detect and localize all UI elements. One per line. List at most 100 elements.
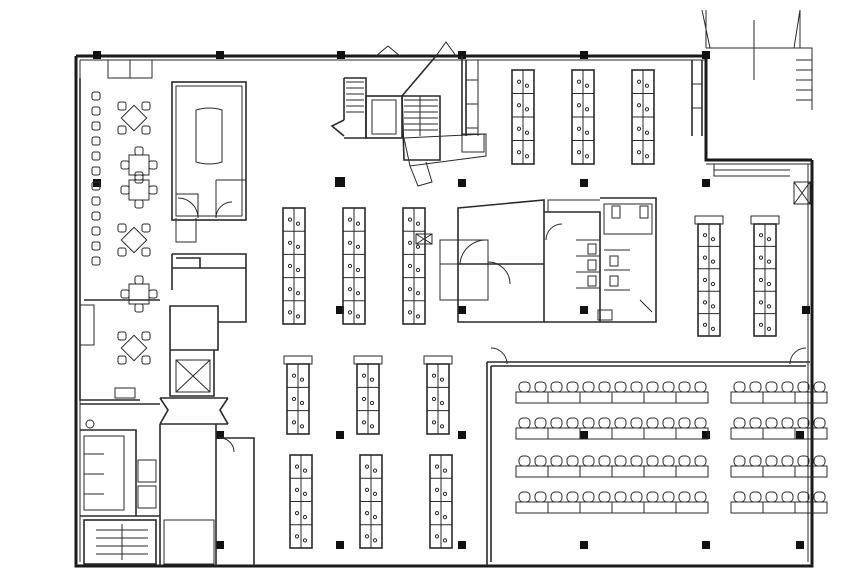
chair xyxy=(287,240,293,245)
training-chair xyxy=(781,381,794,393)
training-chair xyxy=(781,455,794,467)
column xyxy=(580,306,588,314)
chair xyxy=(372,538,378,543)
column xyxy=(796,541,804,549)
restrooms xyxy=(544,197,657,323)
desk-cap xyxy=(750,215,780,225)
table xyxy=(120,104,148,132)
chair xyxy=(584,83,590,88)
banquette-chair xyxy=(91,121,101,131)
chair xyxy=(134,199,144,209)
chair xyxy=(516,79,522,84)
column xyxy=(702,179,710,187)
column xyxy=(458,431,466,439)
chair xyxy=(369,377,375,382)
training-row xyxy=(515,417,709,440)
chair xyxy=(141,247,151,257)
banquette-chair xyxy=(91,136,101,146)
structural-columns xyxy=(93,51,810,549)
workstation-cluster xyxy=(429,454,453,549)
chair xyxy=(287,263,293,269)
banquette-chair xyxy=(91,196,101,206)
training-chair xyxy=(662,417,675,429)
chair xyxy=(431,373,437,378)
lower-left-restrooms xyxy=(80,403,160,565)
workstation-cluster xyxy=(283,355,313,435)
chair xyxy=(294,464,300,469)
chair xyxy=(364,487,370,492)
chair xyxy=(702,255,708,260)
chair xyxy=(442,515,448,520)
training-chair xyxy=(813,381,826,393)
cafe-table xyxy=(117,331,151,365)
cafe-table xyxy=(120,275,158,313)
chair xyxy=(516,126,522,131)
chair xyxy=(291,373,297,378)
training-chair xyxy=(646,417,659,429)
chair xyxy=(355,291,361,296)
training-row xyxy=(730,491,828,514)
workstation-cluster xyxy=(423,355,453,435)
cafe-table xyxy=(120,146,158,184)
training-chair xyxy=(534,455,547,467)
chair xyxy=(710,326,716,331)
column xyxy=(216,541,224,549)
chair xyxy=(415,267,421,273)
training-table xyxy=(730,465,828,478)
chair xyxy=(576,126,582,131)
chair xyxy=(372,491,378,496)
training-chair xyxy=(733,455,746,467)
banquette-chair xyxy=(91,181,101,191)
chair xyxy=(372,515,378,520)
chair xyxy=(636,150,642,155)
chair xyxy=(294,534,300,539)
conference-room xyxy=(171,81,247,243)
chair xyxy=(415,244,421,249)
chair xyxy=(148,289,158,299)
banquette-chair xyxy=(91,91,101,101)
training-chair xyxy=(678,381,691,393)
training-chair xyxy=(646,381,659,393)
chair xyxy=(355,314,361,319)
training-chair xyxy=(582,455,595,467)
training-row xyxy=(730,455,828,478)
chair xyxy=(117,223,127,233)
training-chair xyxy=(797,381,810,393)
chair xyxy=(141,125,151,135)
workstation-cluster xyxy=(359,454,383,549)
chair xyxy=(141,223,151,233)
training-chair xyxy=(630,381,643,393)
chair xyxy=(524,130,530,135)
workstation-cluster xyxy=(571,69,595,165)
training-chair xyxy=(582,417,595,429)
training-chair xyxy=(765,417,778,429)
training-chair xyxy=(566,381,579,393)
chair xyxy=(295,314,301,319)
workstation-cluster xyxy=(631,69,655,165)
chair xyxy=(120,289,130,299)
banquette-chair xyxy=(91,241,101,251)
column xyxy=(702,431,710,439)
chair xyxy=(134,146,144,156)
chair xyxy=(584,130,590,135)
column xyxy=(580,431,588,439)
chair xyxy=(758,233,764,238)
chair xyxy=(347,263,353,269)
column xyxy=(802,306,810,314)
training-table xyxy=(730,427,828,440)
banquette-chair xyxy=(91,106,101,116)
training-chair xyxy=(662,381,675,393)
table xyxy=(120,226,148,254)
training-chair xyxy=(630,491,643,503)
workstation-cluster xyxy=(289,454,313,549)
chair xyxy=(295,267,301,273)
chair xyxy=(364,511,370,516)
chair xyxy=(117,355,127,365)
chair xyxy=(439,400,445,406)
column xyxy=(458,306,466,314)
chair xyxy=(702,277,708,283)
chair xyxy=(758,277,764,283)
banquette-chair xyxy=(91,151,101,161)
training-chair xyxy=(518,455,531,467)
